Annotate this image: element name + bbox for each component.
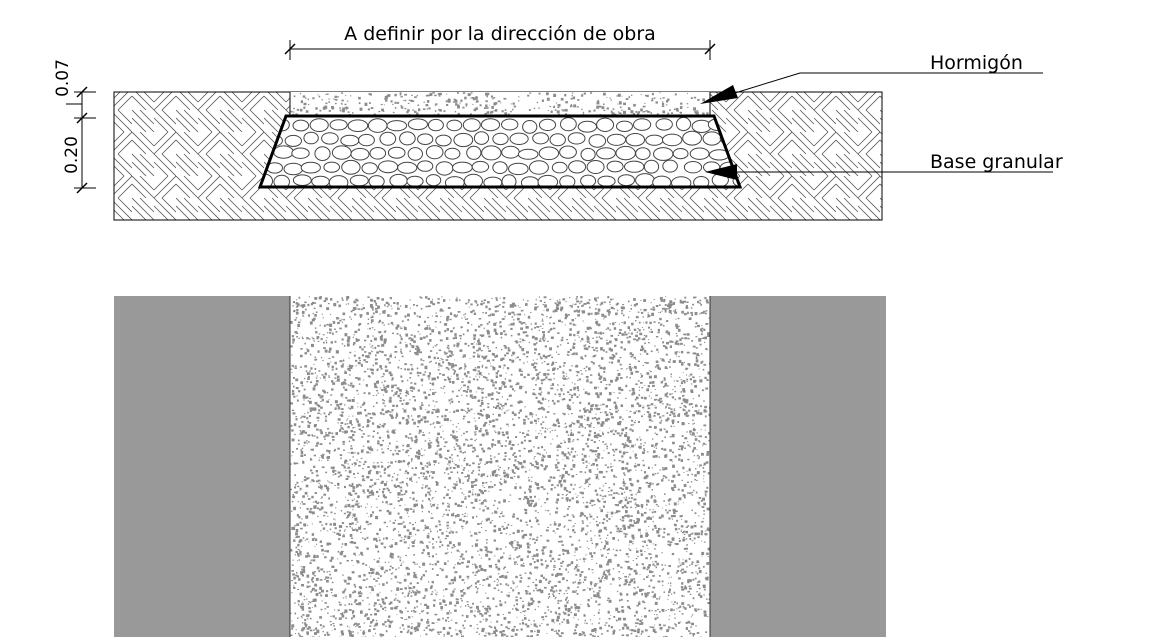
base-label: Base granular — [930, 151, 1063, 173]
width-label: A definir por la dirección de obra — [344, 23, 656, 45]
thickness-dimensions: 0.07 0.20 — [53, 59, 96, 193]
granular-base — [253, 116, 757, 189]
width-dimension: A definir por la dirección de obra — [285, 23, 715, 60]
plan-left-strip — [114, 296, 290, 637]
dim-bottom-label: 0.20 — [62, 136, 82, 174]
dim-top-label: 0.07 — [53, 59, 73, 97]
plan-view — [114, 296, 886, 637]
concrete-label: Hormigón — [930, 52, 1023, 74]
plan-right-strip — [710, 296, 886, 637]
plan-concrete — [290, 296, 710, 637]
